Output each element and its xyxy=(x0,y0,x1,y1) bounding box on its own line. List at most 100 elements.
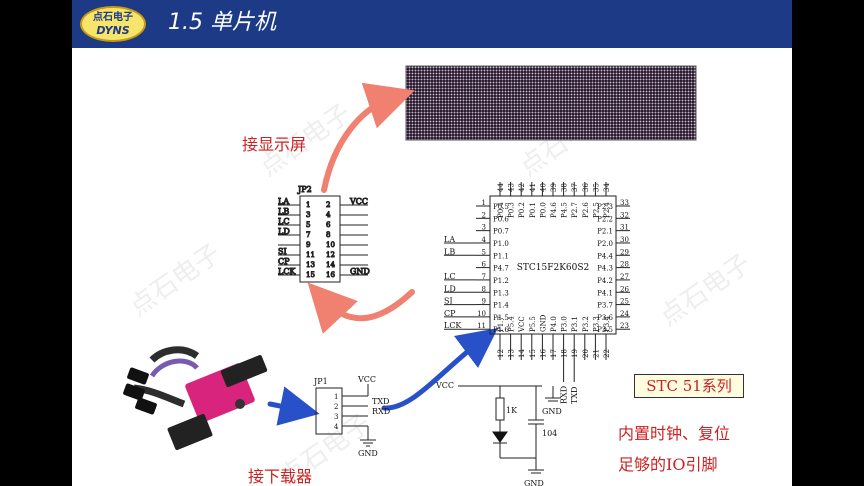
mcu-bottom-pin-number: 21 xyxy=(592,349,600,358)
mcu-top-pin-name: P4.5 xyxy=(561,202,569,218)
mcu-left-pin-name: P4.7 xyxy=(493,265,509,273)
jp2-pin-number: 4 xyxy=(326,211,331,219)
mcu-left-pin-name: P1.5 xyxy=(493,314,509,322)
jp2-body xyxy=(299,195,341,283)
jp1-gnd-net: GND xyxy=(358,449,378,458)
jp1-txd-net: TXD xyxy=(372,397,389,406)
jp2-left-net: LC xyxy=(278,217,289,226)
jp2-pin-number: 3 xyxy=(306,211,310,219)
mcu-top-pin-name: P0.3 xyxy=(508,202,516,218)
arrow-to-display xyxy=(321,82,415,193)
mcu-right-pin-name: P2.2 xyxy=(597,215,613,223)
jp2-pin-number: 13 xyxy=(306,261,315,269)
mcu-part-name: STC15F2K60S2 xyxy=(517,263,590,273)
mcu-top-pin-number: 36 xyxy=(582,183,590,192)
mcu-top-pin-number: 37 xyxy=(571,183,579,192)
mcu-top-pin-number: 40 xyxy=(539,183,547,192)
mcu-right-pin-name: P2.0 xyxy=(597,240,613,248)
mcu-top-pin-name: P0.0 xyxy=(539,202,547,218)
arrow-usb-to-jp1 xyxy=(267,386,320,426)
mcu-right-pin-name: P4.1 xyxy=(597,289,613,297)
jp2-left-net: SI xyxy=(278,247,287,256)
mcu-left-pin-name: P1.4 xyxy=(493,302,509,310)
mcu-top-pin-number: 41 xyxy=(529,183,537,192)
mcu-left-net: LD xyxy=(444,284,456,293)
mcu-left-net: LCK xyxy=(444,321,462,330)
capacitor-value: 104 xyxy=(542,429,557,438)
mcu-left-pin-number: 4 xyxy=(482,236,487,244)
mcu-bottom-pin-name: P4.0 xyxy=(550,316,558,332)
mcu-left-pin-number: 11 xyxy=(477,322,486,330)
mcu-right-pin-number: 28 xyxy=(620,261,629,269)
slide: 点石电子 DYNS 1.5 单片机 点石电子 点石电子 点石电子 点石电子 点石… xyxy=(72,0,792,486)
arrow-mcu-to-jp2 xyxy=(307,282,415,334)
mcu-bottom-pin-name: P5.4 xyxy=(508,316,516,332)
mcu-top-pin-number: 43 xyxy=(508,183,516,192)
mcu-left-pin-name: P0.6 xyxy=(493,215,509,223)
mcu-bottom-pin-number: 18 xyxy=(561,349,569,358)
jp1-vcc-net: VCC xyxy=(357,375,376,384)
jp1-name: JP1 xyxy=(313,377,328,386)
jp2-pin-number: 15 xyxy=(306,271,315,279)
jp2-pin-number: 2 xyxy=(326,201,330,209)
feature-clock-reset: 内置时钟、复位 xyxy=(618,424,731,443)
jp2-pin-number: 7 xyxy=(306,231,310,239)
mcu-right-pin-number: 30 xyxy=(620,236,629,244)
mcu-left-net: CP xyxy=(444,309,456,318)
mcu-left-pin-number: 2 xyxy=(482,211,486,219)
stc-series-box: STC 51系列 xyxy=(634,374,744,398)
mcu-gnd-label: GND xyxy=(542,407,562,416)
mcu-bottom-pin-name: P3.4 xyxy=(603,316,611,332)
jp2-pin-number: 12 xyxy=(326,251,335,259)
mcu-left-pin-name: P1.3 xyxy=(493,289,509,297)
jp2-pin-number: 8 xyxy=(326,231,330,239)
mcu-right-pin-number: 33 xyxy=(620,199,629,207)
jp2-left-net: LD xyxy=(278,227,290,236)
jp2-pin-number: 14 xyxy=(326,261,335,269)
jp2-pin-number: 1 xyxy=(306,201,310,209)
jp2-pin-number: 5 xyxy=(306,221,310,229)
mcu-top-pin-name: P2.6 xyxy=(582,202,590,218)
mcu-left-pin-name: P1.2 xyxy=(493,277,509,285)
mcu-left-net: LA xyxy=(444,235,455,244)
mcu-right-pin-number: 32 xyxy=(620,211,629,219)
mcu-rxd-net: RXD xyxy=(560,386,569,404)
slide-header: 点石电子 DYNS 1.5 单片机 xyxy=(72,0,792,48)
mcu-left-pin-name: P1.0 xyxy=(493,240,509,248)
jp2-pin-number: 9 xyxy=(306,241,310,249)
mcu-bottom-pin-number: 15 xyxy=(529,349,537,358)
mcu-left-pin-name: P1.6 xyxy=(493,326,509,334)
mcu-top-pin-name: P0.1 xyxy=(529,202,537,218)
mcu-top-pin-number: 35 xyxy=(592,183,600,192)
mcu-left-pin-number: 6 xyxy=(482,261,487,269)
power-gnd-label: GND xyxy=(524,479,544,486)
mcu-left-pin-number: 1 xyxy=(482,199,486,207)
jp2-left-net: LA xyxy=(278,197,289,206)
power-vcc-label: VCC xyxy=(435,381,454,390)
mcu-bottom-pin-name: P3.0 xyxy=(561,316,569,332)
mcu-top-pin-number: 39 xyxy=(550,183,558,192)
mcu-bottom-pin-number: 12 xyxy=(497,349,505,358)
jp2-right-net: GND xyxy=(350,267,370,276)
mcu-top-pin-name: P2.5 xyxy=(592,202,600,218)
mcu-top-pin-name: P2.7 xyxy=(571,202,579,218)
mcu-bottom-pin-name: P3.3 xyxy=(592,316,600,332)
mcu-right-pin-number: 25 xyxy=(620,298,629,306)
mcu-bottom-pin-number: 19 xyxy=(571,349,579,358)
jp1-pin-number: 2 xyxy=(334,403,338,411)
mcu-top-pin-name: P4.6 xyxy=(550,202,558,218)
mcu-left-pin-name: P0.7 xyxy=(493,228,509,236)
mcu-left-pin-number: 5 xyxy=(482,248,486,256)
usb-downloader-image xyxy=(123,346,268,451)
mcu-right-pin-name: P4.3 xyxy=(597,265,613,273)
mcu-txd-net: TXD xyxy=(570,387,579,404)
mcu-right-pin-name: P2.1 xyxy=(597,228,613,236)
mcu-right-pin-number: 29 xyxy=(620,248,629,256)
mcu-right-pin-name: P3.7 xyxy=(597,302,613,310)
mcu-bottom-pin-number: 17 xyxy=(550,349,558,358)
mcu-top-pin-number: 44 xyxy=(497,183,505,192)
